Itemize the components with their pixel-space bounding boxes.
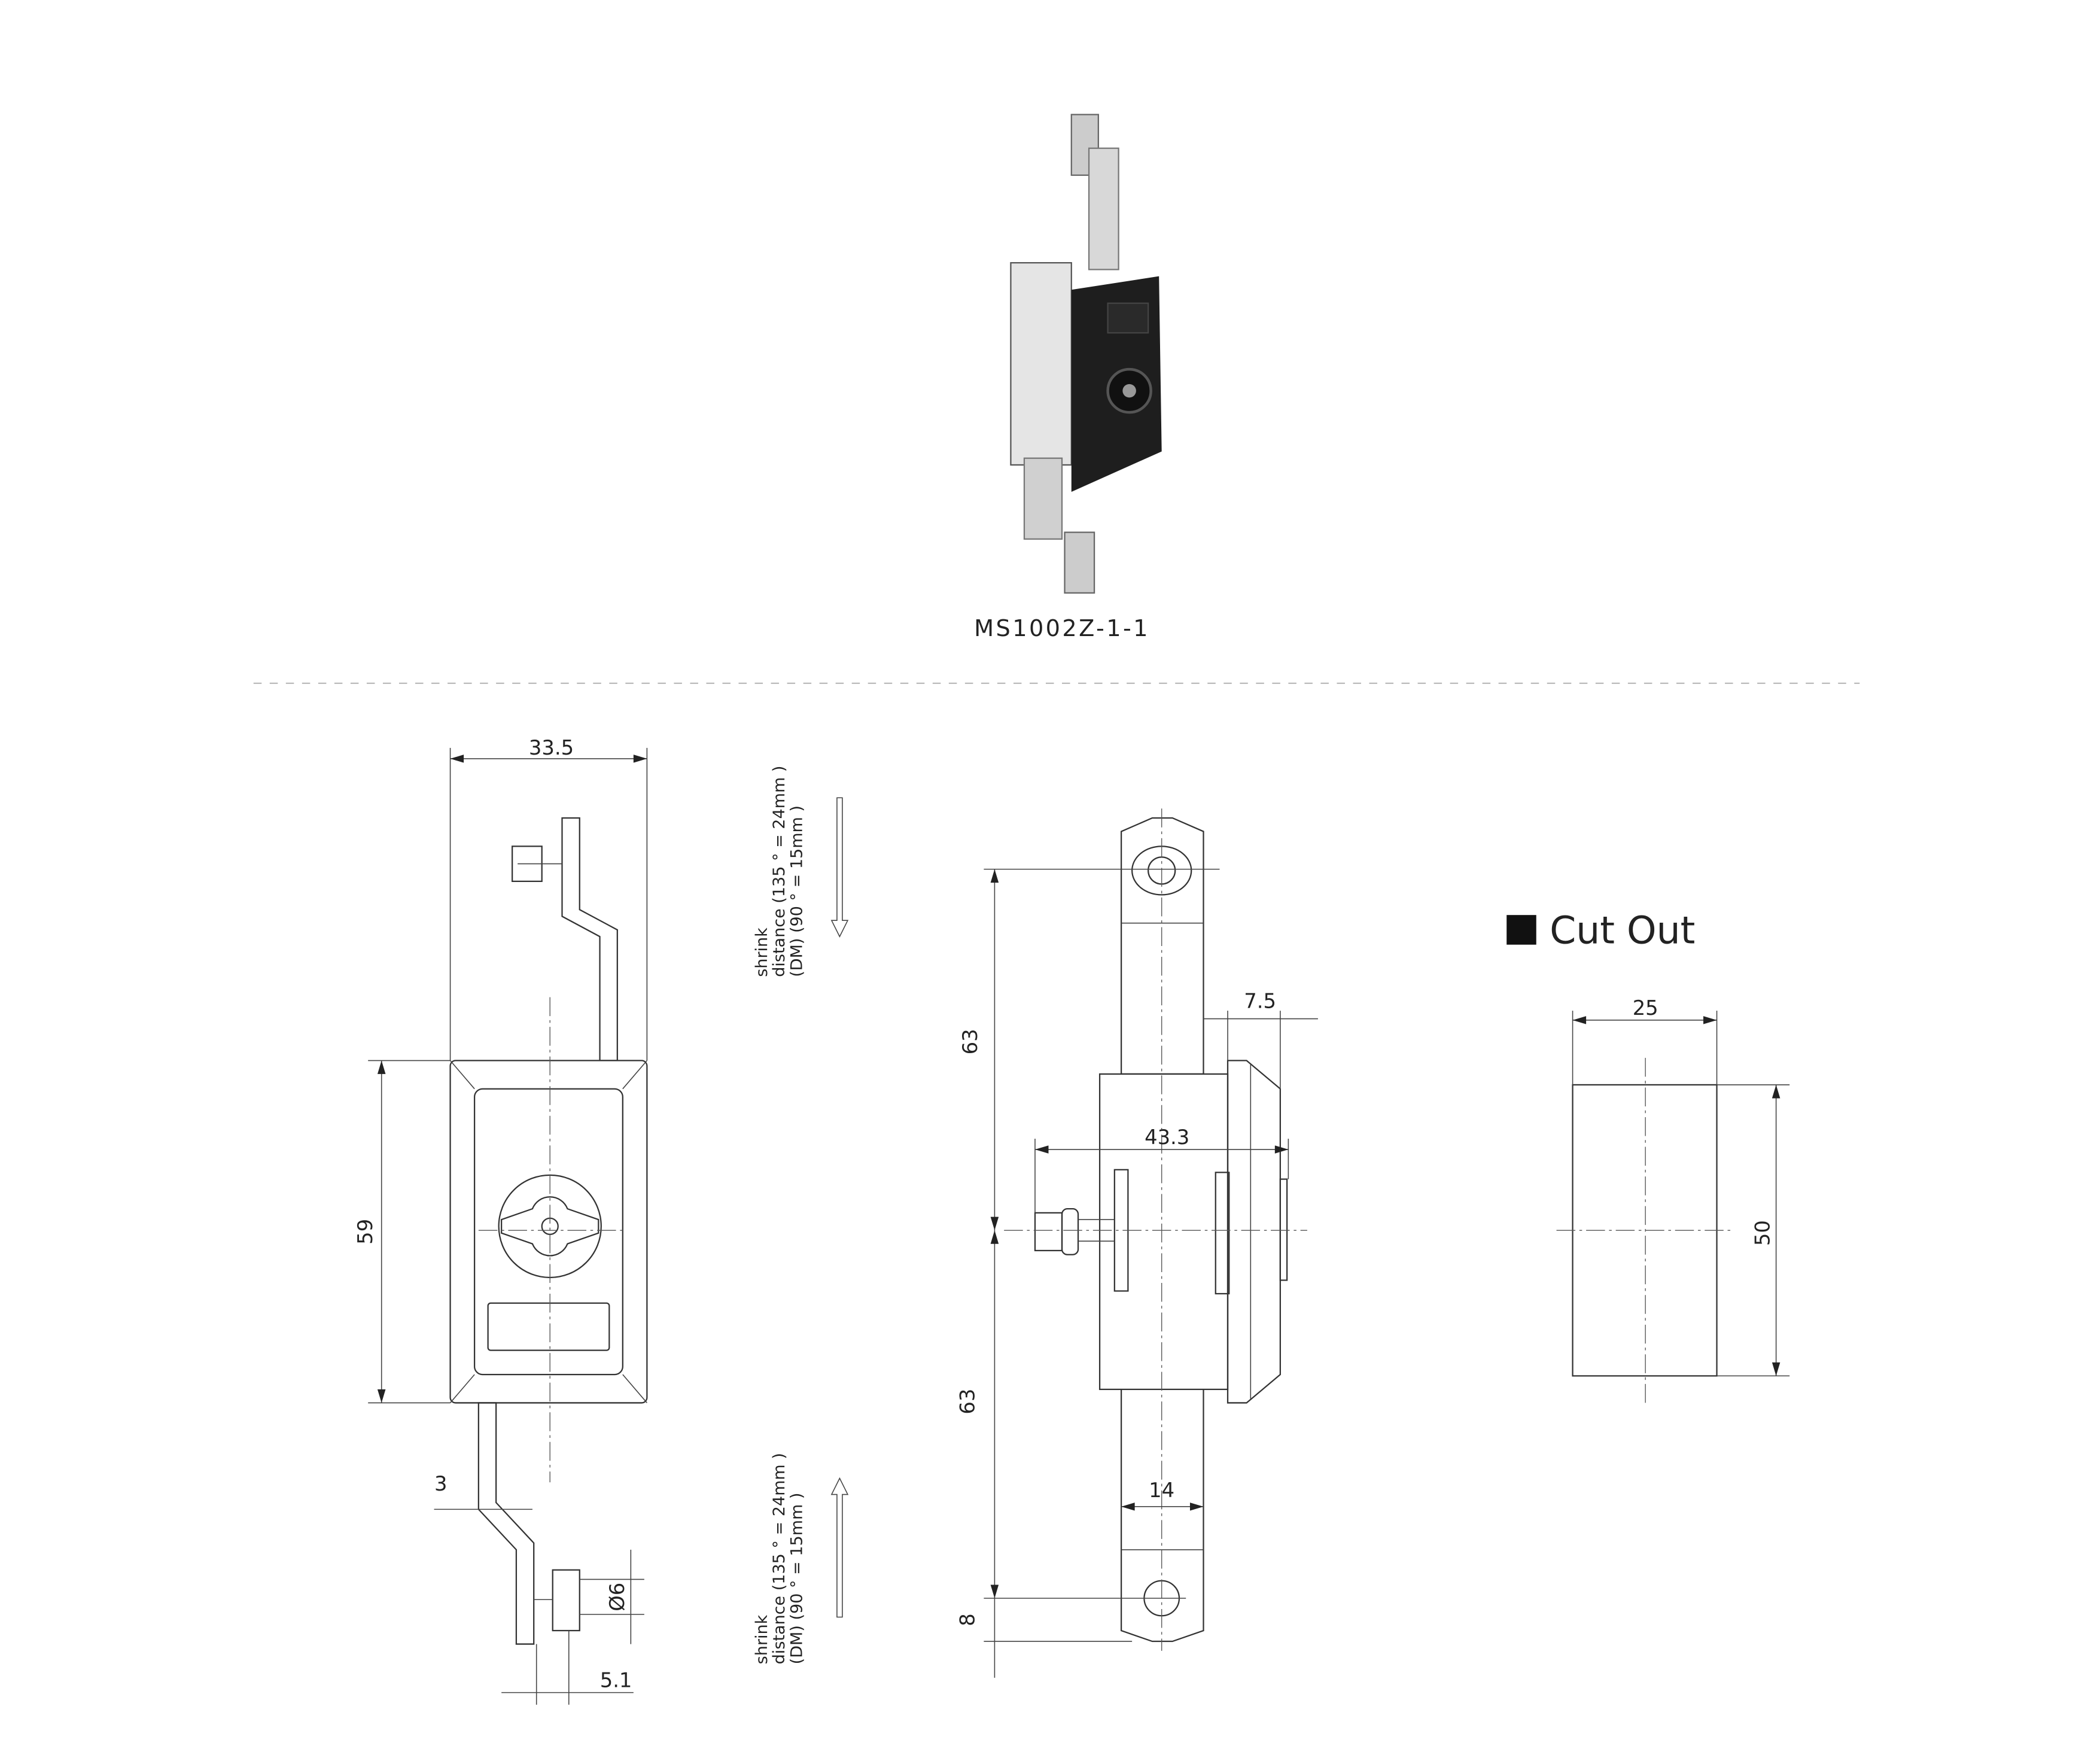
dim-height: 59 bbox=[354, 1219, 377, 1245]
dim-upper: 63 bbox=[958, 1029, 982, 1054]
cutout-section: Cut Out 25 50 bbox=[1506, 908, 1790, 1404]
label-window bbox=[487, 1302, 610, 1351]
side-view: 63 63 8 43.3 7.5 14 bbox=[956, 808, 1318, 1678]
dim-bar-width: 14 bbox=[1149, 1479, 1174, 1502]
dim-width: 33.5 bbox=[529, 736, 574, 759]
cutout-title: Cut Out bbox=[1550, 908, 1695, 952]
dim-pin-diameter: Ø6 bbox=[605, 1583, 629, 1611]
svg-text:distance (135 ° = 24mm ): distance (135 ° = 24mm ) bbox=[770, 1453, 789, 1664]
dim-lower: 63 bbox=[956, 1389, 979, 1415]
product-photo bbox=[1010, 114, 1162, 594]
svg-text:distance (135 ° = 24mm ): distance (135 ° = 24mm ) bbox=[770, 766, 789, 977]
svg-text:shrink: shrink bbox=[753, 1614, 771, 1664]
dim-offset: 3 bbox=[434, 1472, 447, 1495]
cutout-height: 50 bbox=[1751, 1220, 1774, 1246]
arrow-up-icon bbox=[830, 1477, 849, 1618]
svg-text:shrink: shrink bbox=[753, 927, 771, 977]
arrow-down-icon bbox=[830, 797, 849, 938]
product-model-label: MS1002Z-1-1 bbox=[974, 615, 1150, 642]
bullet-square-icon bbox=[1506, 915, 1536, 945]
dim-end: 8 bbox=[956, 1613, 979, 1626]
svg-text:(DM) (90 ° = 15mm ): (DM) (90 ° = 15mm ) bbox=[787, 1493, 806, 1665]
dim-depth: 43.3 bbox=[1145, 1126, 1189, 1149]
front-view: 33.5 59 3 Ø6 5.1 bbox=[354, 736, 648, 1705]
shrink-note-top: shrink distance (135 ° = 24mm ) (DM) (90… bbox=[753, 766, 806, 977]
cutout-width: 25 bbox=[1633, 996, 1658, 1020]
shrink-note-bottom: shrink distance (135 ° = 24mm ) (DM) (90… bbox=[753, 1453, 806, 1664]
dim-face: 7.5 bbox=[1244, 990, 1276, 1013]
svg-text:(DM) (90 ° = 15mm ): (DM) (90 ° = 15mm ) bbox=[787, 805, 806, 977]
dim-pin-length: 5.1 bbox=[600, 1669, 632, 1692]
